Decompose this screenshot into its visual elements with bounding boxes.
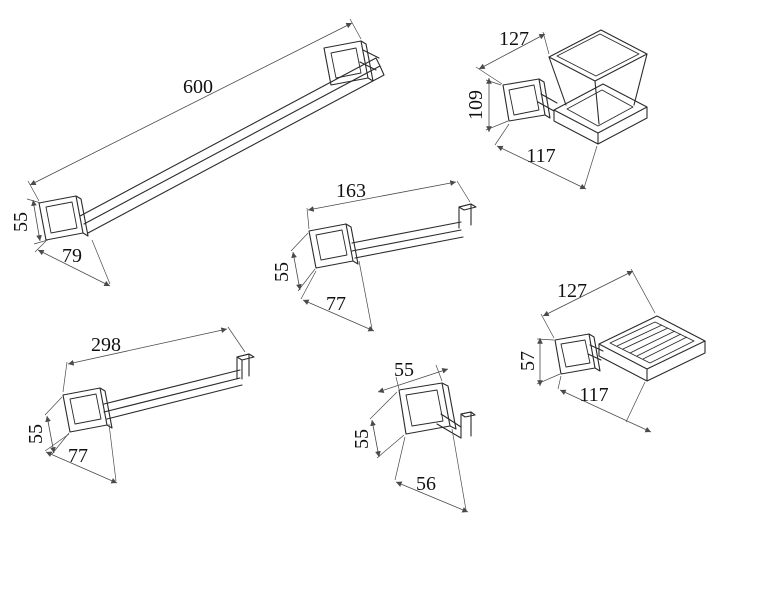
dim-label-tumbler-height: 109 <box>465 90 487 120</box>
robe-hook-plate <box>398 382 451 435</box>
tumbler-ring-inner <box>566 89 634 127</box>
dimension-line-depth <box>559 389 652 433</box>
paper-holder-plate-inner <box>315 229 348 261</box>
dimension-line-length <box>29 22 353 186</box>
dim-label-rail-height: 55 <box>25 424 47 444</box>
robe-hook-tip-cap <box>460 411 476 418</box>
soap-dish-plate-depth <box>588 333 601 372</box>
dim-label-tumbler-width: 127 <box>499 28 529 50</box>
soap-dish-drain-slots <box>616 324 688 360</box>
tumbler-cup-sides <box>548 53 648 125</box>
soap-dish-dimensions: 127 57 117 <box>517 268 656 433</box>
soap-dish-drawing <box>554 315 706 382</box>
dim-label-towel-bar-height: 55 <box>10 212 32 232</box>
dim-label-hook-width: 55 <box>394 359 414 381</box>
paper-holder-drawing <box>308 203 477 269</box>
robe-hook-dimensions: 55 55 56 <box>351 359 469 513</box>
dimension-line-depth <box>45 451 118 484</box>
robe-hook-plate-inner <box>405 389 444 427</box>
tumbler-arm <box>537 93 558 112</box>
tumbler-holder-drawing <box>502 29 648 145</box>
dimension-line-width <box>542 270 634 317</box>
dimension-line-height <box>31 199 42 242</box>
tumbler-holder-dimensions: 127 109 117 <box>465 28 598 190</box>
towel-rail-end-cap <box>236 353 255 361</box>
extension-line <box>27 18 362 202</box>
towel-bar-left-plate-depth <box>75 195 89 237</box>
tumbler-cup-rim-outer <box>548 29 648 82</box>
dimension-line-height <box>291 251 302 291</box>
towel-bar-right-plate-depth <box>360 40 374 82</box>
towel-bar-right-post <box>359 49 380 71</box>
towel-rail-rail <box>103 369 243 420</box>
dim-label-soap-height: 57 <box>517 351 539 371</box>
towel-rail-plate-inner <box>69 393 102 425</box>
dim-label-rail-width: 298 <box>91 334 121 356</box>
extension-line <box>394 428 467 511</box>
dimension-line-depth <box>37 249 111 287</box>
extension-line <box>369 391 405 459</box>
soap-dish-arm <box>587 344 604 361</box>
dim-label-soap-depth: 117 <box>579 384 608 406</box>
dimension-line-width <box>377 368 449 393</box>
tumbler-wall-plate-inner <box>508 84 540 116</box>
soap-dish-plate-inner <box>560 339 591 368</box>
dim-label-towel-bar-length: 600 <box>183 76 213 98</box>
dim-label-soap-width: 127 <box>557 280 587 302</box>
towel-bar-left-plate-inner <box>45 201 78 234</box>
towel-rail-dimensions: 298 55 77 <box>25 326 246 484</box>
robe-hook-drawing <box>398 382 476 439</box>
paper-holder-plate <box>308 223 354 269</box>
dimension-line-depth <box>302 299 375 332</box>
dimension-line-depth <box>496 145 587 190</box>
dimension-line-depth <box>395 481 469 513</box>
tumbler-wall-plate <box>502 78 546 122</box>
dim-label-paper-height: 55 <box>271 262 293 282</box>
towel-rail-plate <box>62 387 108 433</box>
extension-line <box>306 180 471 230</box>
dimension-line-height <box>370 419 381 458</box>
extension-line <box>494 123 598 189</box>
towel-bar-drawing <box>38 40 385 241</box>
tumbler-ring-front <box>553 106 648 145</box>
dim-label-paper-width: 163 <box>336 180 366 202</box>
robe-hook-arm <box>436 413 462 439</box>
dim-label-towel-bar-depth: 79 <box>62 245 82 267</box>
towel-bar-left-plate <box>38 195 84 241</box>
dimension-line-height <box>45 415 56 454</box>
soap-dish-front <box>598 340 706 382</box>
dimension-line-width <box>307 180 457 212</box>
paper-holder-end-cap <box>458 203 477 211</box>
paper-holder-rail <box>351 221 464 259</box>
tumbler-cup-rim-inner <box>556 33 640 77</box>
dim-label-paper-depth: 77 <box>326 293 346 315</box>
extension-line <box>540 268 656 339</box>
dim-label-rail-depth: 77 <box>68 445 88 467</box>
dim-label-hook-height: 55 <box>351 429 373 449</box>
dimension-line-width <box>478 33 546 70</box>
towel-bar-dimensions: 600 55 79 <box>10 18 362 287</box>
tumbler-wall-plate-depth <box>538 78 551 119</box>
dimension-line-width <box>67 327 228 366</box>
towel-bar-rail <box>79 57 385 234</box>
extension-line <box>62 326 246 393</box>
dim-label-hook-depth: 56 <box>416 473 436 495</box>
dim-label-tumbler-depth: 117 <box>526 145 555 167</box>
paper-holder-dimensions: 163 55 77 <box>271 180 471 332</box>
soap-dish-rim-inner <box>609 321 695 364</box>
towel-rail-drawing <box>62 353 255 433</box>
